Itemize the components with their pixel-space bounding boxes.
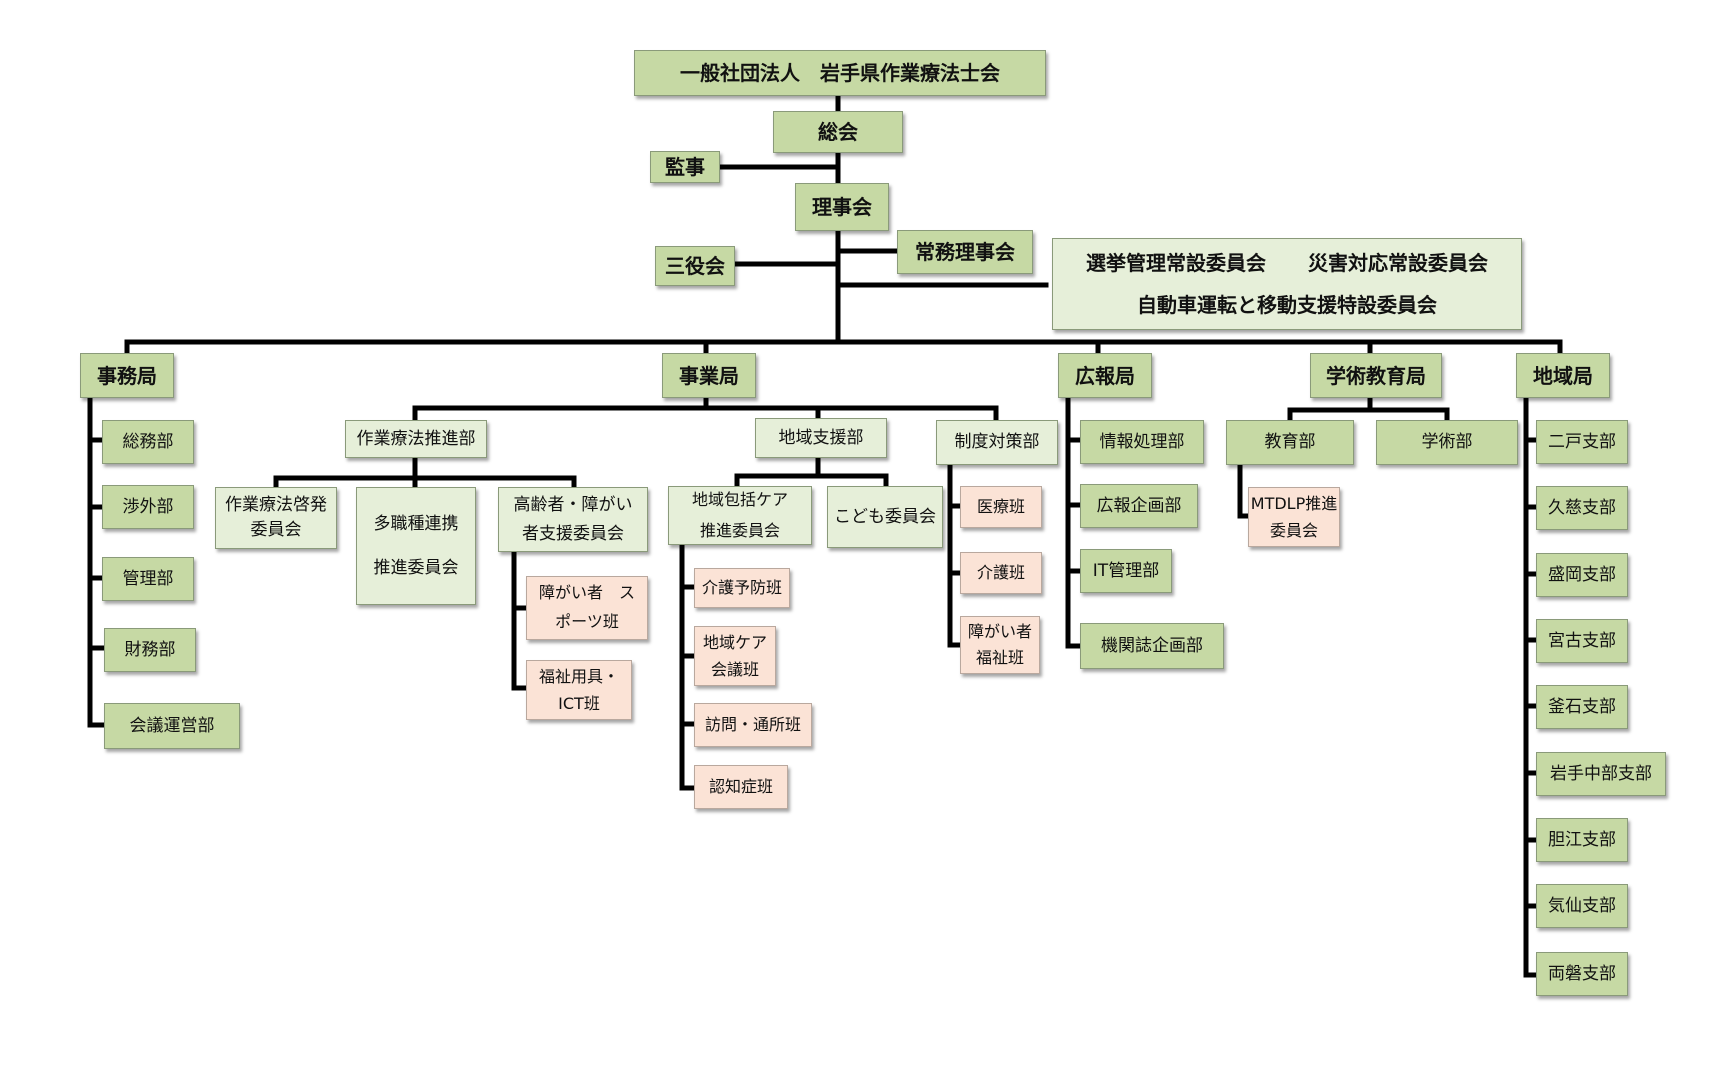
multi-profession-line1: 多職種連携 [373,513,459,534]
academic-dept: 学術部 [1376,420,1518,465]
dementia-team: 認知症班 [694,765,788,809]
community-care-meeting-team: 地域ケア 会議班 [694,626,776,686]
medical-team: 医療班 [960,486,1042,528]
elderly-support-line2: 者支援委員会 [522,523,624,544]
ot-enlightenment-line2: 委員会 [250,520,302,540]
education-dept: 教育部 [1226,420,1354,465]
community-care-committee: 地域包括ケア 推進委員会 [668,486,812,545]
mtdlp-line1: MTDLP推進 [1250,493,1338,513]
secretariat-dept-meetings: 会議運営部 [104,703,240,749]
three-officers-box: 三役会 [655,246,735,286]
root-box: 一般社団法人 岩手県作業療法士会 [634,50,1046,96]
community-care-line1: 地域包括ケア [691,490,788,510]
welfare-equipment-team: 福祉用具・ ICT班 [526,660,632,720]
elderly-support-line1: 高齢者・障がい [513,494,633,515]
board-box: 理事会 [795,183,889,231]
welfare-equipment-line2: ICT班 [558,694,600,713]
branch-morioka: 盛岡支部 [1536,553,1628,597]
general-meeting-box: 総会 [773,111,903,153]
auditor-box: 監事 [650,151,720,183]
pr-dept-planning: 広報企画部 [1080,484,1198,528]
welfare-equipment-line1: 福祉用具・ [538,666,619,686]
secretariat-dept-external: 渉外部 [102,485,194,529]
multi-profession-committee: 多職種連携 推進委員会 [356,487,476,605]
disability-welfare-team: 障がい者 福祉班 [960,616,1040,674]
regional-bureau-box: 地域局 [1516,353,1610,398]
branch-miyako: 宮古支部 [1536,619,1628,663]
pr-dept-information: 情報処理部 [1080,420,1204,464]
care-prevention-team: 介護予防班 [694,568,790,608]
secretariat-dept-finance: 財務部 [104,628,196,672]
pr-dept-it: IT管理部 [1080,549,1172,593]
branch-kamaishi: 釜石支部 [1536,685,1628,729]
branch-kuji: 久慈支部 [1536,486,1628,530]
visit-daycare-team: 訪問・通所班 [694,703,812,747]
business-bureau-box: 事業局 [662,353,756,398]
elderly-support-committee: 高齢者・障がい 者支援委員会 [498,487,648,552]
executive-board-box: 常務理事会 [897,230,1033,274]
academic-bureau-box: 学術教育局 [1310,353,1442,398]
standing-committees-row1: 選挙管理常設委員会 災害対応常設委員会 [1086,249,1488,277]
ot-enlightenment-committee: 作業療法啓発 委員会 [215,487,337,549]
community-care-meeting-line1: 地域ケア [702,632,767,652]
secretariat-dept-general-affairs: 総務部 [102,420,194,464]
multi-profession-line2: 推進委員会 [373,558,459,578]
policy-dept: 制度対策部 [936,420,1058,465]
driving-committee: 自動車運転と移動支援特設委員会 [1137,293,1437,317]
branch-ryoban: 両磐支部 [1536,952,1628,996]
disability-welfare-line2: 福祉班 [975,648,1024,667]
branch-tanko: 胆江支部 [1536,818,1628,862]
disability-sports-line1: 障がい者 ス [538,583,635,603]
disaster-committee: 災害対応常設委員会 [1307,251,1488,275]
standing-committees-box: 選挙管理常設委員会 災害対応常設委員会 自動車運転と移動支援特設委員会 [1052,238,1522,330]
mtdlp-committee: MTDLP推進 委員会 [1248,487,1340,547]
pr-dept-journal: 機関誌企画部 [1080,623,1224,669]
branch-kesen: 気仙支部 [1536,884,1628,928]
secretariat-dept-management: 管理部 [102,557,194,601]
regional-support-dept: 地域支援部 [755,418,887,458]
mtdlp-line2: 委員会 [1269,521,1318,540]
branch-iwate-chubu: 岩手中部支部 [1536,752,1666,796]
ot-promotion-dept: 作業療法推進部 [345,420,487,458]
election-committee: 選挙管理常設委員会 [1086,251,1267,275]
branch-ninohe: 二戸支部 [1536,420,1628,464]
disability-sports-line2: ポーツ班 [555,612,619,631]
disability-welfare-line1: 障がい者 [967,622,1032,642]
children-committee: こども委員会 [827,486,943,548]
nursing-care-team: 介護班 [960,552,1042,594]
secretariat-box: 事務局 [80,353,174,398]
community-care-meeting-line2: 会議班 [710,660,759,679]
community-care-line2: 推進委員会 [699,520,780,540]
disability-sports-team: 障がい者 ス ポーツ班 [526,576,648,640]
ot-enlightenment-line1: 作業療法啓発 [225,494,327,515]
pr-bureau-box: 広報局 [1058,353,1152,398]
